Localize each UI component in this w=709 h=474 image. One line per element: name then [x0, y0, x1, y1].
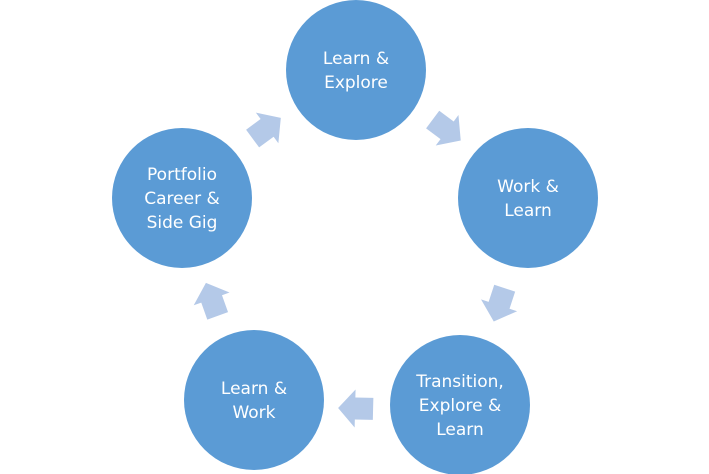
node-label-line: Explore & [419, 396, 501, 416]
node-label-line: Learn & [221, 379, 287, 399]
arrows-layer [193, 110, 518, 428]
node-circle [390, 335, 530, 474]
node-circle [286, 0, 426, 140]
node-label-line: Learn & [323, 49, 389, 69]
arrow-portfolio-career-side-gig-to-learn-explore [246, 112, 281, 148]
arrow-work-learn-to-transition-explore-learn [481, 284, 518, 322]
node-label-line: Learn [436, 420, 484, 440]
node-label-line: Learn [504, 201, 552, 221]
node-circle [112, 128, 252, 268]
node-learn-work: Learn & Work [184, 330, 324, 470]
node-circle [184, 330, 324, 470]
arrow-learn-explore-to-work-learn [426, 110, 461, 146]
arrow-learn-work-to-portfolio-career-side-gig [193, 282, 230, 320]
node-label-line: Career & [144, 189, 219, 209]
node-label-line: Side Gig [147, 213, 218, 233]
node-circle [458, 128, 598, 268]
arrow-transition-explore-learn-to-learn-work [338, 389, 374, 428]
node-label-line: Explore [324, 73, 388, 93]
node-label-line: Work [232, 403, 275, 423]
node-transition-explore-learn: Transition, Explore & Learn [390, 335, 530, 474]
node-label-line: Portfolio [147, 165, 217, 185]
node-label-line: Transition, [415, 372, 504, 392]
node-work-learn: Work & Learn [458, 128, 598, 268]
node-learn-explore: Learn & Explore [286, 0, 426, 140]
node-label-line: Work & [497, 177, 559, 197]
